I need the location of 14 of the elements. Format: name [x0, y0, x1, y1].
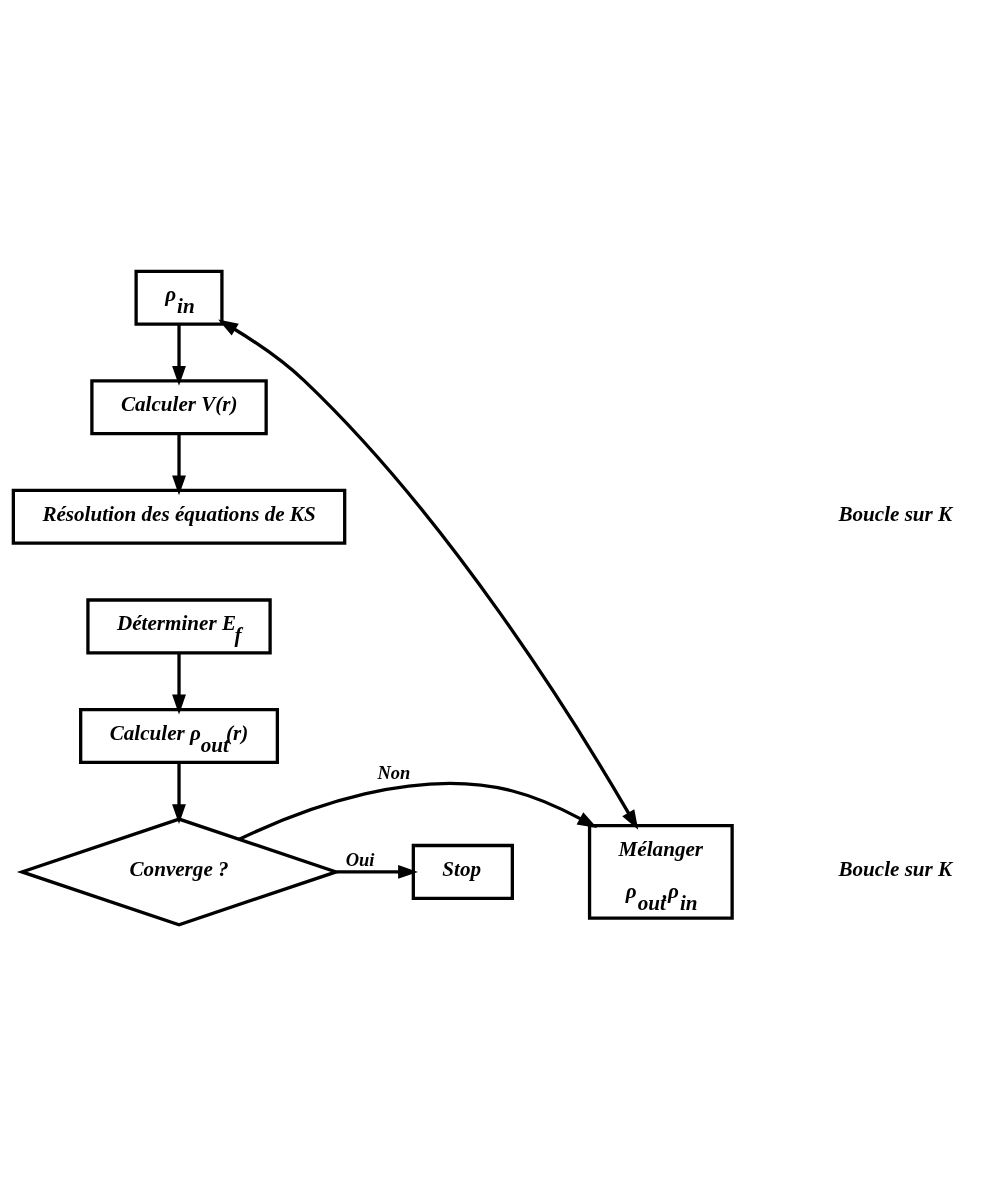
arrow: [172, 762, 186, 824]
node-box: Calculer V(r): [90, 379, 268, 436]
node-box: Stop: [411, 843, 514, 900]
arrow: [172, 433, 186, 496]
arrow: [172, 653, 186, 715]
arrow: [218, 319, 639, 830]
node-box: Résolution des équations de KS: [11, 488, 347, 545]
arrow: [336, 864, 418, 879]
label: Boucle sur K: [838, 856, 953, 881]
arrow: [172, 324, 186, 386]
arrow: [238, 781, 598, 841]
label: Boucle sur K: [838, 501, 953, 526]
edge-label: Oui: [345, 849, 375, 870]
edge-label: Non: [377, 763, 411, 784]
